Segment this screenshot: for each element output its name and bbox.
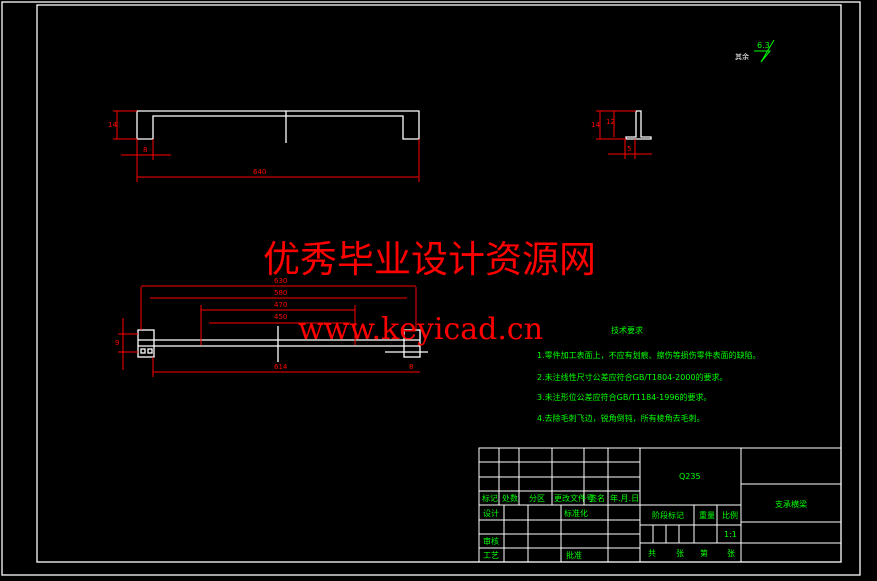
dim-d5: 614 [274,363,288,371]
header-date: 年.月.日 [610,493,639,503]
page-label: 第 [700,548,708,558]
tech-requirements: 技术要求 1.零件加工表面上，不应有划痕、擦伤等损伤零件表面的缺陷。 2.未注线… [537,325,761,423]
material: Q235 [679,472,701,481]
header-zone: 分区 [529,494,545,503]
stage-mark-label: 阶段标记 [652,510,684,520]
tech-item: 2.未注线性尺寸公差应符合GB/T1804-2000的要求。 [537,372,728,382]
standard-label: 标准化 [564,508,588,518]
dim-d4: 450 [274,313,287,321]
dim-side-inner: 12 [606,118,615,126]
sheets2-label: 张 [727,549,735,558]
header-change-doc: 更改文件号 [554,493,594,503]
side-view: 14 12 5 [591,110,652,159]
watermark-title: 优秀毕业设计资源网 [263,238,596,281]
dim-flange: 8 [143,146,147,154]
dim-d3: 470 [274,301,287,309]
scale-label: 比例 [722,510,738,520]
inner-frame [36,4,842,563]
design-label: 设计 [483,508,499,518]
title-block-text: 标记 处数 分区 更改文件号 签名 年.月.日 设计 标准化 审核 工艺 批准 … [482,472,807,560]
title-block [478,447,842,563]
roughness-value: 6.3 [757,41,770,50]
total-label: 共 [648,549,656,558]
dim-side-base: 5 [627,145,631,153]
dim-side-height: 14 [591,121,600,129]
dim-d1: 630 [274,277,287,285]
header-signature: 签名 [589,493,605,503]
header-mark: 标记 [482,493,498,503]
watermark-url: www.keyicad.cn [298,312,543,347]
dim-t: 8 [409,363,413,371]
tech-title: 技术要求 [611,325,643,335]
dim-height: 14 [108,121,117,129]
roughness-symbol: 其余 6.3 [735,39,775,63]
tech-item: 1.零件加工表面上，不应有划痕、擦伤等损伤零件表面的缺陷。 [537,350,761,360]
part-name: 支承横梁 [775,499,807,509]
header-count: 处数 [502,493,518,503]
sheets-label: 张 [676,549,684,558]
dim-h: 9 [115,339,119,347]
dim-d2: 580 [274,289,287,297]
scale-value: 1:1 [724,530,737,539]
front-view: 630 580 470 450 614 9 8 [115,277,428,377]
roughness-label: 其余 [735,52,749,61]
review-label: 审核 [483,536,499,546]
outer-frame [1,1,861,576]
tech-item: 4.去除毛刺飞边，锐角倒钝，所有棱角去毛刺。 [537,413,705,423]
top-view: 14 8 640 [108,110,420,182]
process-label: 工艺 [483,551,499,560]
tech-item: 3.未注形位公差应符合GB/T1184-1996的要求。 [537,392,712,402]
approve-label: 批准 [566,550,582,560]
weight-label: 重量 [699,510,715,520]
dim-width: 640 [253,168,266,176]
